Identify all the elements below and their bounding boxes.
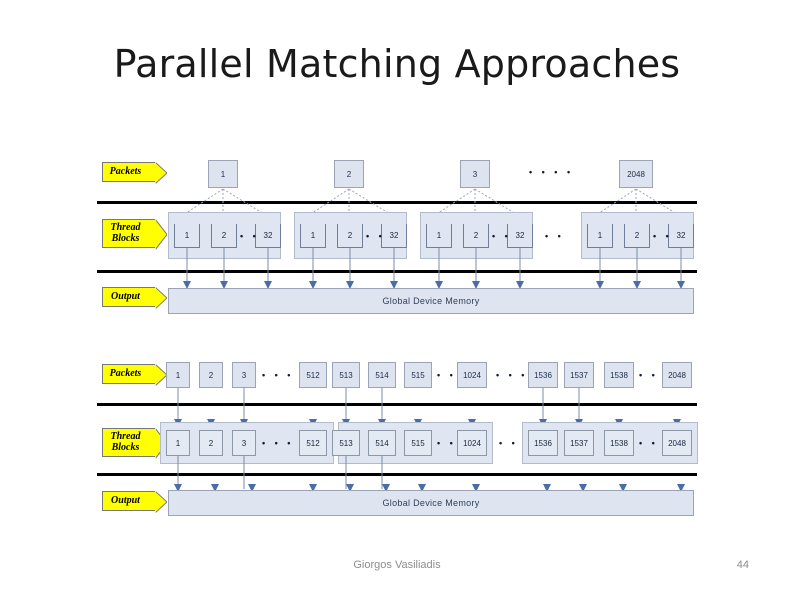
packet-box: 512 — [299, 362, 327, 388]
packet-box: 2048 — [619, 160, 653, 188]
label-packets-bottom: Packets — [102, 364, 167, 386]
thread-cell: 513 — [332, 430, 360, 456]
packet-box: 2 — [199, 362, 223, 388]
thread-cell: 1538 — [604, 430, 634, 456]
packet-box: 1538 — [604, 362, 634, 388]
thread-cell: 32 — [381, 224, 407, 248]
label-output-top: Output — [102, 287, 167, 309]
packet-box: 1 — [208, 160, 238, 188]
global-device-memory-top: Global Device Memory — [168, 288, 694, 314]
label-output-bottom: Output — [102, 491, 167, 513]
ellipsis-thread-groups: • • — [499, 438, 519, 448]
thread-cell: 32 — [255, 224, 281, 248]
ellipsis-threads: • • • — [262, 438, 294, 448]
thread-cell: 3 — [232, 430, 256, 456]
packet-box: 513 — [332, 362, 360, 388]
thread-cell: 32 — [507, 224, 533, 248]
packet-box: 1537 — [564, 362, 594, 388]
packet-box: 1024 — [457, 362, 487, 388]
thread-cell: 1537 — [564, 430, 594, 456]
thread-cell: 2 — [463, 224, 489, 248]
label-packets-top: Packets — [102, 162, 167, 184]
divider-rule — [97, 270, 697, 273]
ellipsis-packets: • • • • — [529, 167, 574, 177]
callout-tip-icon — [155, 162, 167, 184]
thread-cell: 32 — [668, 224, 694, 248]
ellipsis-packets: • • • — [639, 370, 671, 380]
divider-rule — [97, 201, 697, 204]
packet-box: 3 — [460, 160, 490, 188]
divider-rule — [97, 473, 697, 476]
packet-box: 515 — [404, 362, 432, 388]
ellipsis-threads: • • • — [437, 438, 469, 448]
thread-cell: 2 — [211, 224, 237, 248]
footer-page-number: 44 — [736, 559, 749, 571]
callout-tip-icon — [155, 287, 167, 309]
thread-cell: 1 — [300, 224, 326, 248]
packet-box: 514 — [368, 362, 396, 388]
thread-cell: 1024 — [457, 430, 487, 456]
thread-cell: 2048 — [662, 430, 692, 456]
ellipsis-packet-groups: • • • — [496, 370, 528, 380]
packet-box: 2 — [334, 160, 364, 188]
callout-tip-icon — [155, 491, 167, 513]
thread-cell: 515 — [404, 430, 432, 456]
global-device-memory-bottom: Global Device Memory — [168, 490, 694, 516]
thread-cell: 1 — [587, 224, 613, 248]
packet-box: 3 — [232, 362, 256, 388]
ellipsis-threads: • • — [366, 231, 386, 241]
thread-cell: 1 — [426, 224, 452, 248]
ellipsis-threads: • • — [653, 231, 673, 241]
packet-box: 2048 — [662, 362, 692, 388]
ellipsis-packets: • • • — [437, 370, 469, 380]
thread-cell: 1536 — [528, 430, 558, 456]
ellipsis-threads: • • • — [639, 438, 671, 448]
thread-cell: 514 — [368, 430, 396, 456]
thread-cell: 2 — [199, 430, 223, 456]
divider-rule — [97, 403, 697, 406]
callout-tip-icon — [155, 364, 167, 386]
callout-tip-icon — [155, 219, 167, 250]
footer-author: Giorgos Vasiliadis — [353, 559, 441, 571]
ellipsis-packets: • • • — [262, 370, 294, 380]
thread-cell: 1 — [166, 430, 190, 456]
thread-cell: 1 — [174, 224, 200, 248]
thread-cell: 512 — [299, 430, 327, 456]
page-title: Parallel Matching Approaches — [113, 42, 681, 86]
ellipsis-threads: • • — [492, 231, 512, 241]
packet-box: 1536 — [528, 362, 558, 388]
label-thread-blocks-top: Thread Blocks — [102, 219, 167, 250]
thread-cell: 2 — [337, 224, 363, 248]
ellipsis-groups: • • — [545, 231, 565, 241]
ellipsis-threads: • • — [240, 231, 260, 241]
thread-cell: 2 — [624, 224, 650, 248]
packet-box: 1 — [166, 362, 190, 388]
